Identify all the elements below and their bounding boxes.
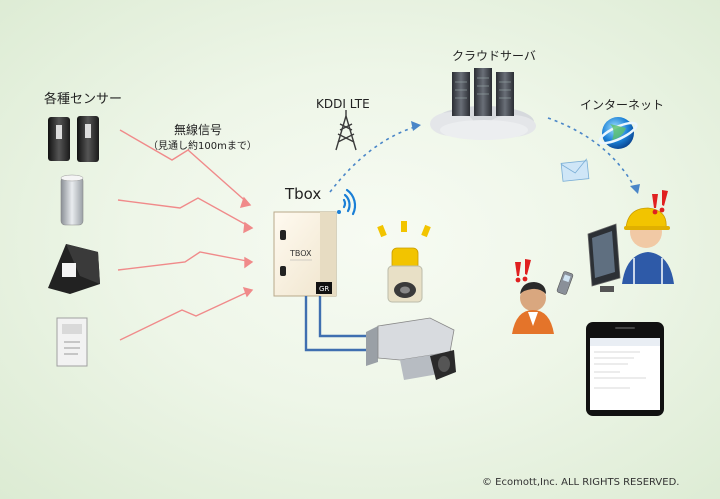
arrow-head-user xyxy=(630,184,640,194)
tbox-label: Tbox xyxy=(285,185,322,203)
sensor-wedge-icon xyxy=(48,244,100,294)
wireless-label: 無線信号 xyxy=(174,123,223,137)
wifi-icon xyxy=(337,188,357,216)
smartphone-mail-icon xyxy=(586,322,664,416)
alarm-lamp-icon xyxy=(377,221,431,303)
sensor-panel-icon xyxy=(56,317,88,367)
sensor-cylinder-icon xyxy=(60,174,84,226)
cable-connections xyxy=(304,296,366,352)
mail-icon xyxy=(560,158,590,182)
lte-label: KDDI LTE xyxy=(316,97,370,111)
tbox-device: TBOX GR xyxy=(273,211,337,297)
security-camera-icon xyxy=(366,317,456,380)
antenna-tower-icon xyxy=(335,110,357,151)
internet-label: インターネット xyxy=(580,98,665,112)
worker-monitor-icon xyxy=(587,207,674,292)
cloud-server-icon xyxy=(430,68,536,140)
alert-icon-worker xyxy=(652,190,668,215)
tbox-badge: GR xyxy=(319,285,329,293)
cloud-label: クラウドサーバ xyxy=(452,49,536,63)
wireless-note: （見通し約100mまで） xyxy=(148,141,257,152)
wireless-signals xyxy=(117,129,254,341)
globe-icon xyxy=(598,117,638,149)
person-phone-icon xyxy=(512,271,574,334)
copyright: © Ecomott,Inc. ALL RIGHTS RESERVED. xyxy=(482,477,680,488)
sensor-door-icon xyxy=(48,116,99,162)
alert-icon-person xyxy=(515,259,531,283)
arrow-head-cloud xyxy=(411,121,421,131)
sensors-label: 各種センサー xyxy=(44,92,123,107)
tbox-face-label: TBOX xyxy=(289,249,312,258)
